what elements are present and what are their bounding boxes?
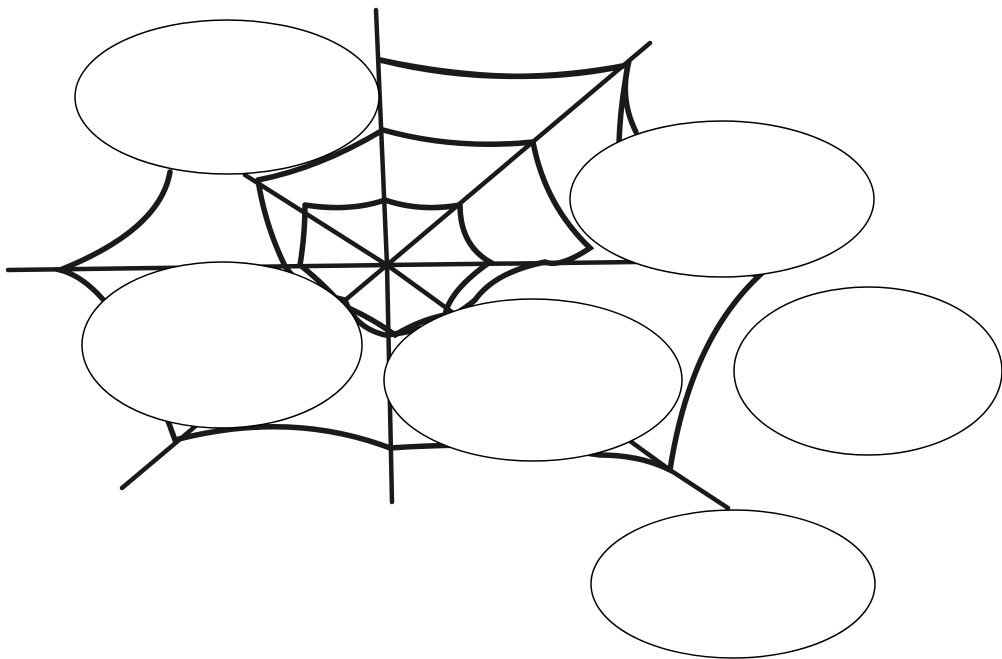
bubble-top-left[interactable]: [75, 20, 379, 174]
bubble-group: [75, 20, 1002, 658]
bubble-right[interactable]: [734, 287, 1002, 455]
web-spoke-north: [376, 10, 387, 265]
bubble-top-right[interactable]: [570, 121, 874, 277]
bubble-center[interactable]: [384, 299, 682, 461]
web-ring-top: [380, 60, 636, 132]
bubble-middle-left[interactable]: [82, 262, 362, 428]
bubble-bottom-right[interactable]: [591, 510, 875, 658]
web-spoke-east: [387, 262, 640, 265]
